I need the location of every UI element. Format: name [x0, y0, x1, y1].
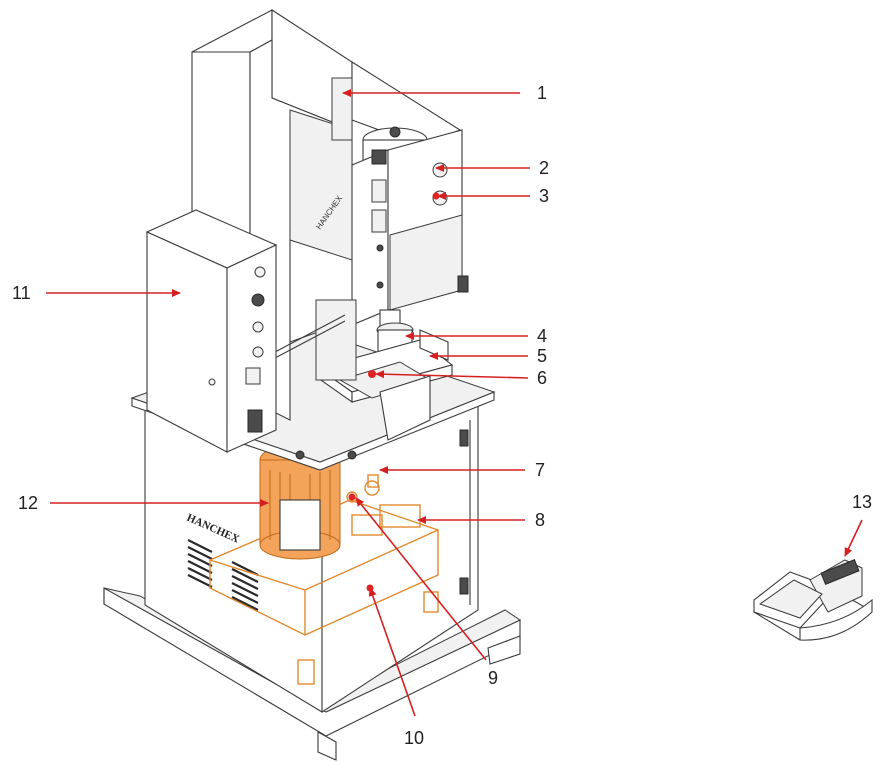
callout-label-11: 11: [12, 283, 31, 303]
callout-arrows: [46, 89, 863, 717]
arrow-13: [844, 519, 863, 557]
callout-label-7: 7: [535, 460, 545, 480]
callout-label-13: 13: [852, 492, 872, 512]
callout-label-2: 2: [539, 158, 549, 178]
foot-pedal: [752, 559, 873, 641]
lower-cabinet: HANCHEX: [144, 404, 479, 714]
callout-label-8: 8: [535, 510, 545, 530]
callout-label-10: 10: [404, 728, 424, 748]
callout-label-4: 4: [537, 326, 547, 346]
control-box: [145, 209, 278, 453]
vent-grille: [187, 539, 259, 611]
arrow-9: [355, 497, 487, 661]
arrow-6: [375, 370, 529, 379]
callout-label-12: 12: [18, 493, 38, 513]
callout-points: [348, 192, 440, 592]
callout-label-9: 9: [488, 668, 498, 688]
callout-label-3: 3: [539, 186, 549, 206]
ram-head: HANCHEX: [274, 126, 469, 441]
arrow-10: [368, 587, 416, 717]
callout-labels: 1 2 3 4 5 6 7 8 9 10 11 12 13: [12, 83, 872, 748]
callout-label-1: 1: [537, 83, 547, 103]
callout-label-6: 6: [537, 368, 547, 388]
callout-label-5: 5: [537, 346, 547, 366]
